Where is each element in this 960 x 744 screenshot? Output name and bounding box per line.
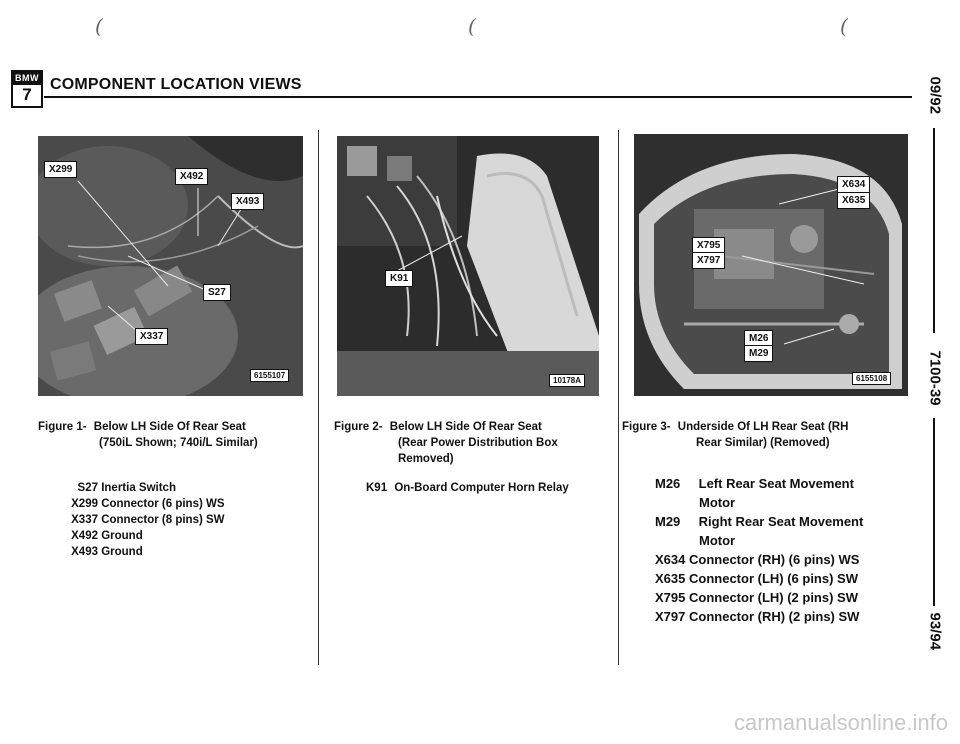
header-rule (44, 96, 912, 98)
callout-x337: X337 (135, 328, 169, 345)
legend-row-cont: Motor (699, 495, 736, 510)
figure1-photo: X299 X492 X493 S27 X337 6155107 (38, 136, 303, 396)
punch-mark: ( (95, 14, 103, 38)
figure2-caption-line3: Removed) (398, 453, 454, 465)
figure1-caption-prefix: Figure 1- (38, 421, 87, 433)
legend-row: M26 Left Rear Seat Movement (655, 476, 854, 491)
legend-row: X635 Connector (LH) (6 pins) SW (655, 571, 858, 586)
bmw-logo: BMW 7 (11, 70, 43, 108)
legend-row: X492 Ground (71, 530, 143, 542)
page-title: COMPONENT LOCATION VIEWS (50, 76, 302, 93)
figure3-caption-line1: Underside Of LH Rear Seat (RH (677, 421, 849, 433)
figure3-photo: X634 X635 X795 X797 M26 M29 6155108 (634, 134, 908, 396)
figure2-caption: Figure 2- Below LH Side Of Rear Seat (334, 420, 542, 435)
legend-row: M29 Right Rear Seat Movement (655, 514, 864, 529)
legend-row: X634 Connector (RH) (6 pins) WS (655, 552, 860, 567)
legend-row: S27 Inertia Switch (77, 482, 176, 494)
punch-mark: ( (840, 14, 848, 38)
photo-id: 6155108 (852, 372, 892, 385)
punch-mark: ( (468, 14, 476, 38)
side-date-top: 09/92 (926, 76, 944, 115)
callout-m29: M29 (744, 345, 774, 362)
figure1-legend: S27 Inertia Switch X299 Connector (6 pin… (60, 480, 310, 560)
figure1-caption-line1: Below LH Side Of Rear Seat (93, 421, 246, 433)
figure2-caption-line1: Below LH Side Of Rear Seat (389, 421, 542, 433)
legend-row: X299 Connector (6 pins) WS (71, 498, 225, 510)
legend-row: X795 Connector (LH) (2 pins) SW (655, 590, 858, 605)
figure1-caption-line2: (750iL Shown; 740i/L Similar) (99, 437, 258, 449)
callout-x635: X635 (837, 192, 871, 209)
figure2-caption-prefix: Figure 2- (334, 421, 383, 433)
side-rule (933, 418, 935, 606)
watermark: carmanualsonline.info (733, 710, 948, 735)
figure3-caption-prefix: Figure 3- (622, 421, 671, 433)
legend-row: X797 Connector (RH) (2 pins) SW (655, 609, 860, 624)
figure2-legend: K91 On-Board Computer Horn Relay (366, 482, 569, 494)
callout-x492: X492 (175, 168, 209, 185)
callout-x493: X493 (231, 193, 265, 210)
legend-row-cont: Motor (699, 533, 736, 548)
callout-s27: S27 (203, 284, 231, 301)
figure3-caption-line2: Rear Similar) (Removed) (696, 437, 830, 449)
photo-id: 10178A (549, 374, 586, 387)
figure2-caption-line2: (Rear Power Distribution Box (398, 437, 558, 449)
figure1-caption: Figure 1- Below LH Side Of Rear Seat (38, 420, 246, 435)
column-divider (618, 130, 619, 665)
callout-x299: X299 (44, 161, 78, 178)
legend-row: X493 Ground (71, 546, 143, 558)
logo-brand: BMW (13, 72, 41, 85)
photo-id: 6155107 (250, 369, 290, 382)
side-date-bottom: 93/94 (926, 612, 944, 651)
callout-x634: X634 (837, 176, 871, 193)
column-divider (318, 130, 319, 665)
callout-k91: K91 (385, 270, 414, 287)
side-rule (933, 128, 935, 333)
figure3-legend: M26 Left Rear Seat Movement Motor M29 Ri… (655, 474, 910, 626)
callout-x797: X797 (692, 252, 726, 269)
figure2-photo: K91 10178A (337, 136, 599, 396)
legend-row: X337 Connector (8 pins) SW (71, 514, 225, 526)
logo-series: 7 (22, 85, 32, 104)
side-page-number: 7100-39 (926, 350, 944, 406)
figure3-caption: Figure 3- Underside Of LH Rear Seat (RH (622, 420, 848, 435)
